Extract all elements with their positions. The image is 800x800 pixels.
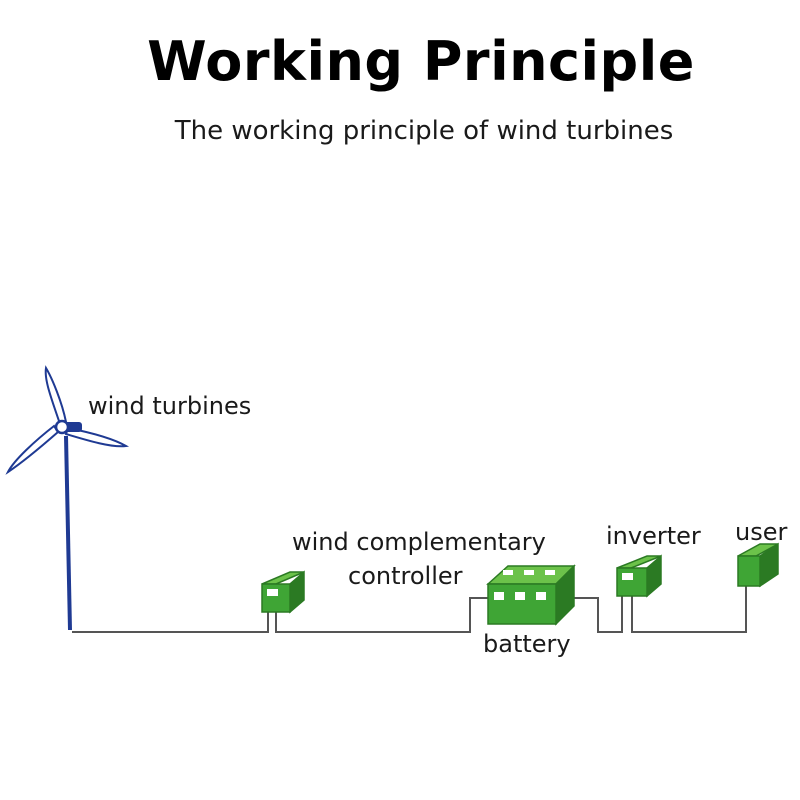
controller-device: [261, 570, 305, 614]
wind-turbine: [5, 365, 130, 631]
label-wind-turbines: wind turbines: [88, 392, 252, 420]
battery-terminal-1: [503, 570, 513, 575]
inverter-display: [622, 573, 633, 580]
inverter-front-face: [616, 567, 648, 597]
controller-front-face: [261, 583, 291, 613]
turbine-blade-right: [64, 426, 130, 448]
battery-cell-3: [536, 592, 546, 600]
label-controller-line1: wind complementary: [292, 528, 546, 556]
battery-cell-2: [515, 592, 525, 600]
wire-inverter-to-user: [631, 585, 747, 633]
page-title: Working Principle: [147, 30, 695, 93]
turbine-blade-left: [5, 424, 60, 475]
controller-display: [267, 589, 278, 596]
inverter-side-face: [646, 554, 662, 598]
battery-device: [486, 564, 576, 626]
wiring: [72, 585, 747, 633]
label-controller-line2: controller: [348, 562, 463, 590]
battery-terminal-2: [524, 570, 534, 575]
label-user: user: [735, 518, 788, 546]
label-inverter: inverter: [606, 522, 701, 550]
turbine-blade-top: [44, 365, 68, 426]
turbine-hub: [54, 419, 70, 435]
turbine-tower: [64, 435, 72, 631]
user-front-face: [737, 555, 761, 587]
battery-front-face: [487, 583, 557, 625]
label-battery: battery: [483, 630, 571, 658]
inverter-device: [616, 554, 662, 598]
user-device: [737, 542, 779, 588]
wire-turbine-to-controller: [72, 612, 269, 633]
wire-battery-to-inverter: [570, 592, 623, 633]
battery-terminal-3: [545, 570, 555, 575]
page-subtitle: The working principle of wind turbines: [174, 116, 674, 146]
controller-side-face: [289, 570, 305, 614]
battery-cell-1: [494, 592, 504, 600]
wire-controller-to-battery: [275, 597, 492, 633]
